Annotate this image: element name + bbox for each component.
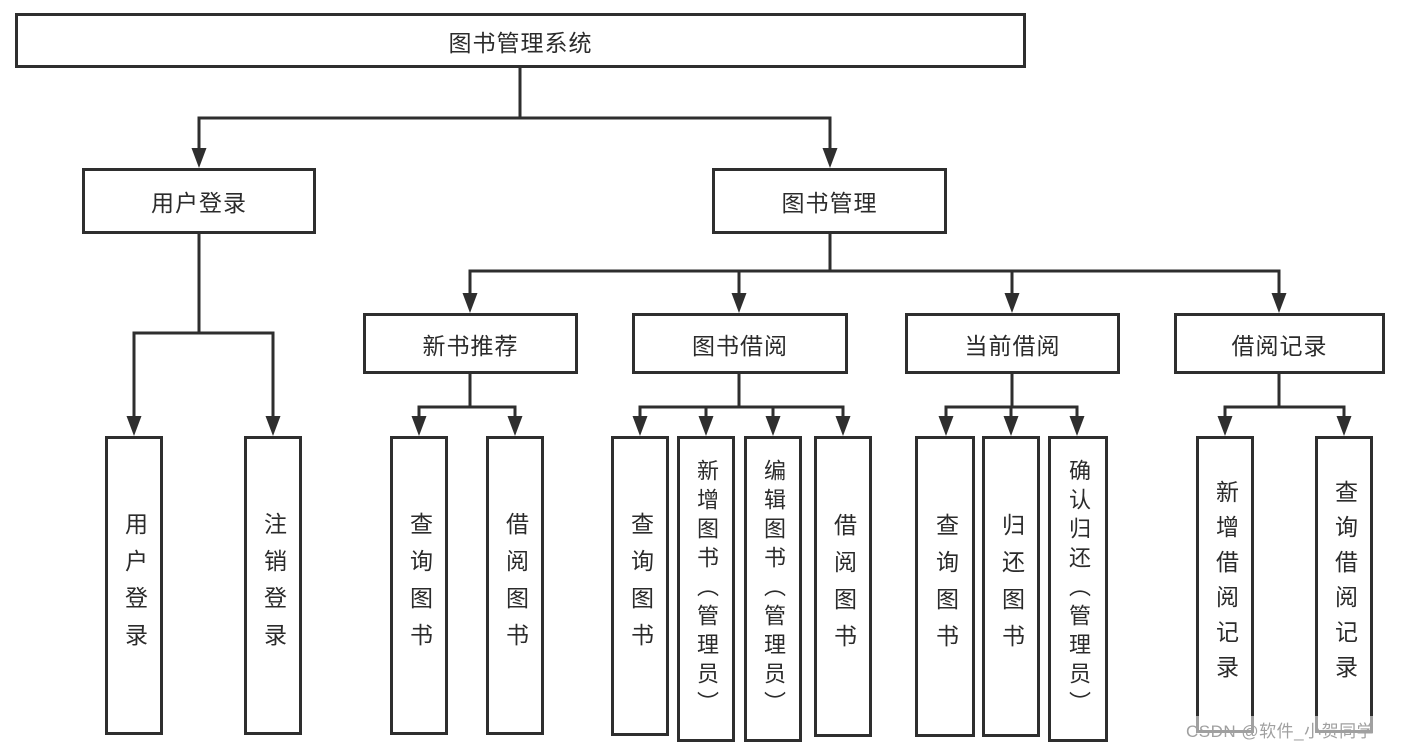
node-book-management: 图书管理 — [712, 168, 947, 234]
node-label: 图书管理 — [781, 190, 878, 216]
node-borrowing-records: 借阅记录 — [1174, 313, 1385, 374]
node-label: 查询图书 — [406, 511, 433, 660]
node-label: 新增图书（管理员） — [694, 458, 719, 720]
leaf-logout: 注销登录 — [244, 436, 302, 735]
leaf-edit-books-admin: 编辑图书（管理员） — [744, 436, 802, 742]
watermark-text: CSDN @软件_小贺同学 — [1183, 716, 1378, 743]
node-label: 新书推荐 — [422, 332, 519, 359]
leaf-query-books-borrow: 查询图书 — [611, 436, 669, 736]
node-label: 新增借阅记录 — [1212, 479, 1239, 690]
node-label: 注销登录 — [260, 511, 287, 660]
node-label: 图书借阅 — [692, 332, 788, 359]
node-new-book-recommendation: 新书推荐 — [363, 313, 578, 374]
node-user-login: 用户登录 — [82, 168, 316, 234]
leaf-add-borrow-record: 新增借阅记录 — [1196, 436, 1254, 733]
leaf-query-books-recommend: 查询图书 — [390, 436, 448, 735]
node-label: 归还图书 — [998, 512, 1025, 661]
node-label: 借阅图书 — [830, 512, 857, 661]
node-label: 查询借阅记录 — [1331, 479, 1358, 690]
node-library-system: 图书管理系统 — [15, 13, 1026, 68]
node-current-borrowing: 当前借阅 — [905, 313, 1120, 374]
node-label: 编辑图书（管理员） — [761, 458, 786, 720]
node-book-borrowing: 图书借阅 — [632, 313, 848, 374]
node-label: 用户登录 — [121, 511, 148, 660]
leaf-borrow-books: 借阅图书 — [814, 436, 872, 737]
leaf-query-books-current: 查询图书 — [915, 436, 975, 737]
node-label: 查询图书 — [627, 512, 654, 660]
leaf-confirm-return-admin: 确认归还（管理员） — [1048, 436, 1108, 742]
node-label: 用户登录 — [151, 190, 247, 216]
node-label: 查询图书 — [932, 512, 959, 661]
node-label: 借阅记录 — [1231, 332, 1328, 359]
leaf-return-books: 归还图书 — [982, 436, 1040, 737]
node-label: 图书管理系统 — [448, 29, 593, 56]
leaf-query-borrow-record: 查询借阅记录 — [1315, 436, 1373, 733]
node-label: 当前借阅 — [964, 332, 1061, 359]
node-label: 借阅图书 — [502, 511, 529, 660]
node-label: 确认归还（管理员） — [1066, 458, 1091, 720]
leaf-user-login: 用户登录 — [105, 436, 163, 735]
leaf-add-books-admin: 新增图书（管理员） — [677, 436, 735, 742]
leaf-borrow-books-recommend: 借阅图书 — [486, 436, 544, 735]
